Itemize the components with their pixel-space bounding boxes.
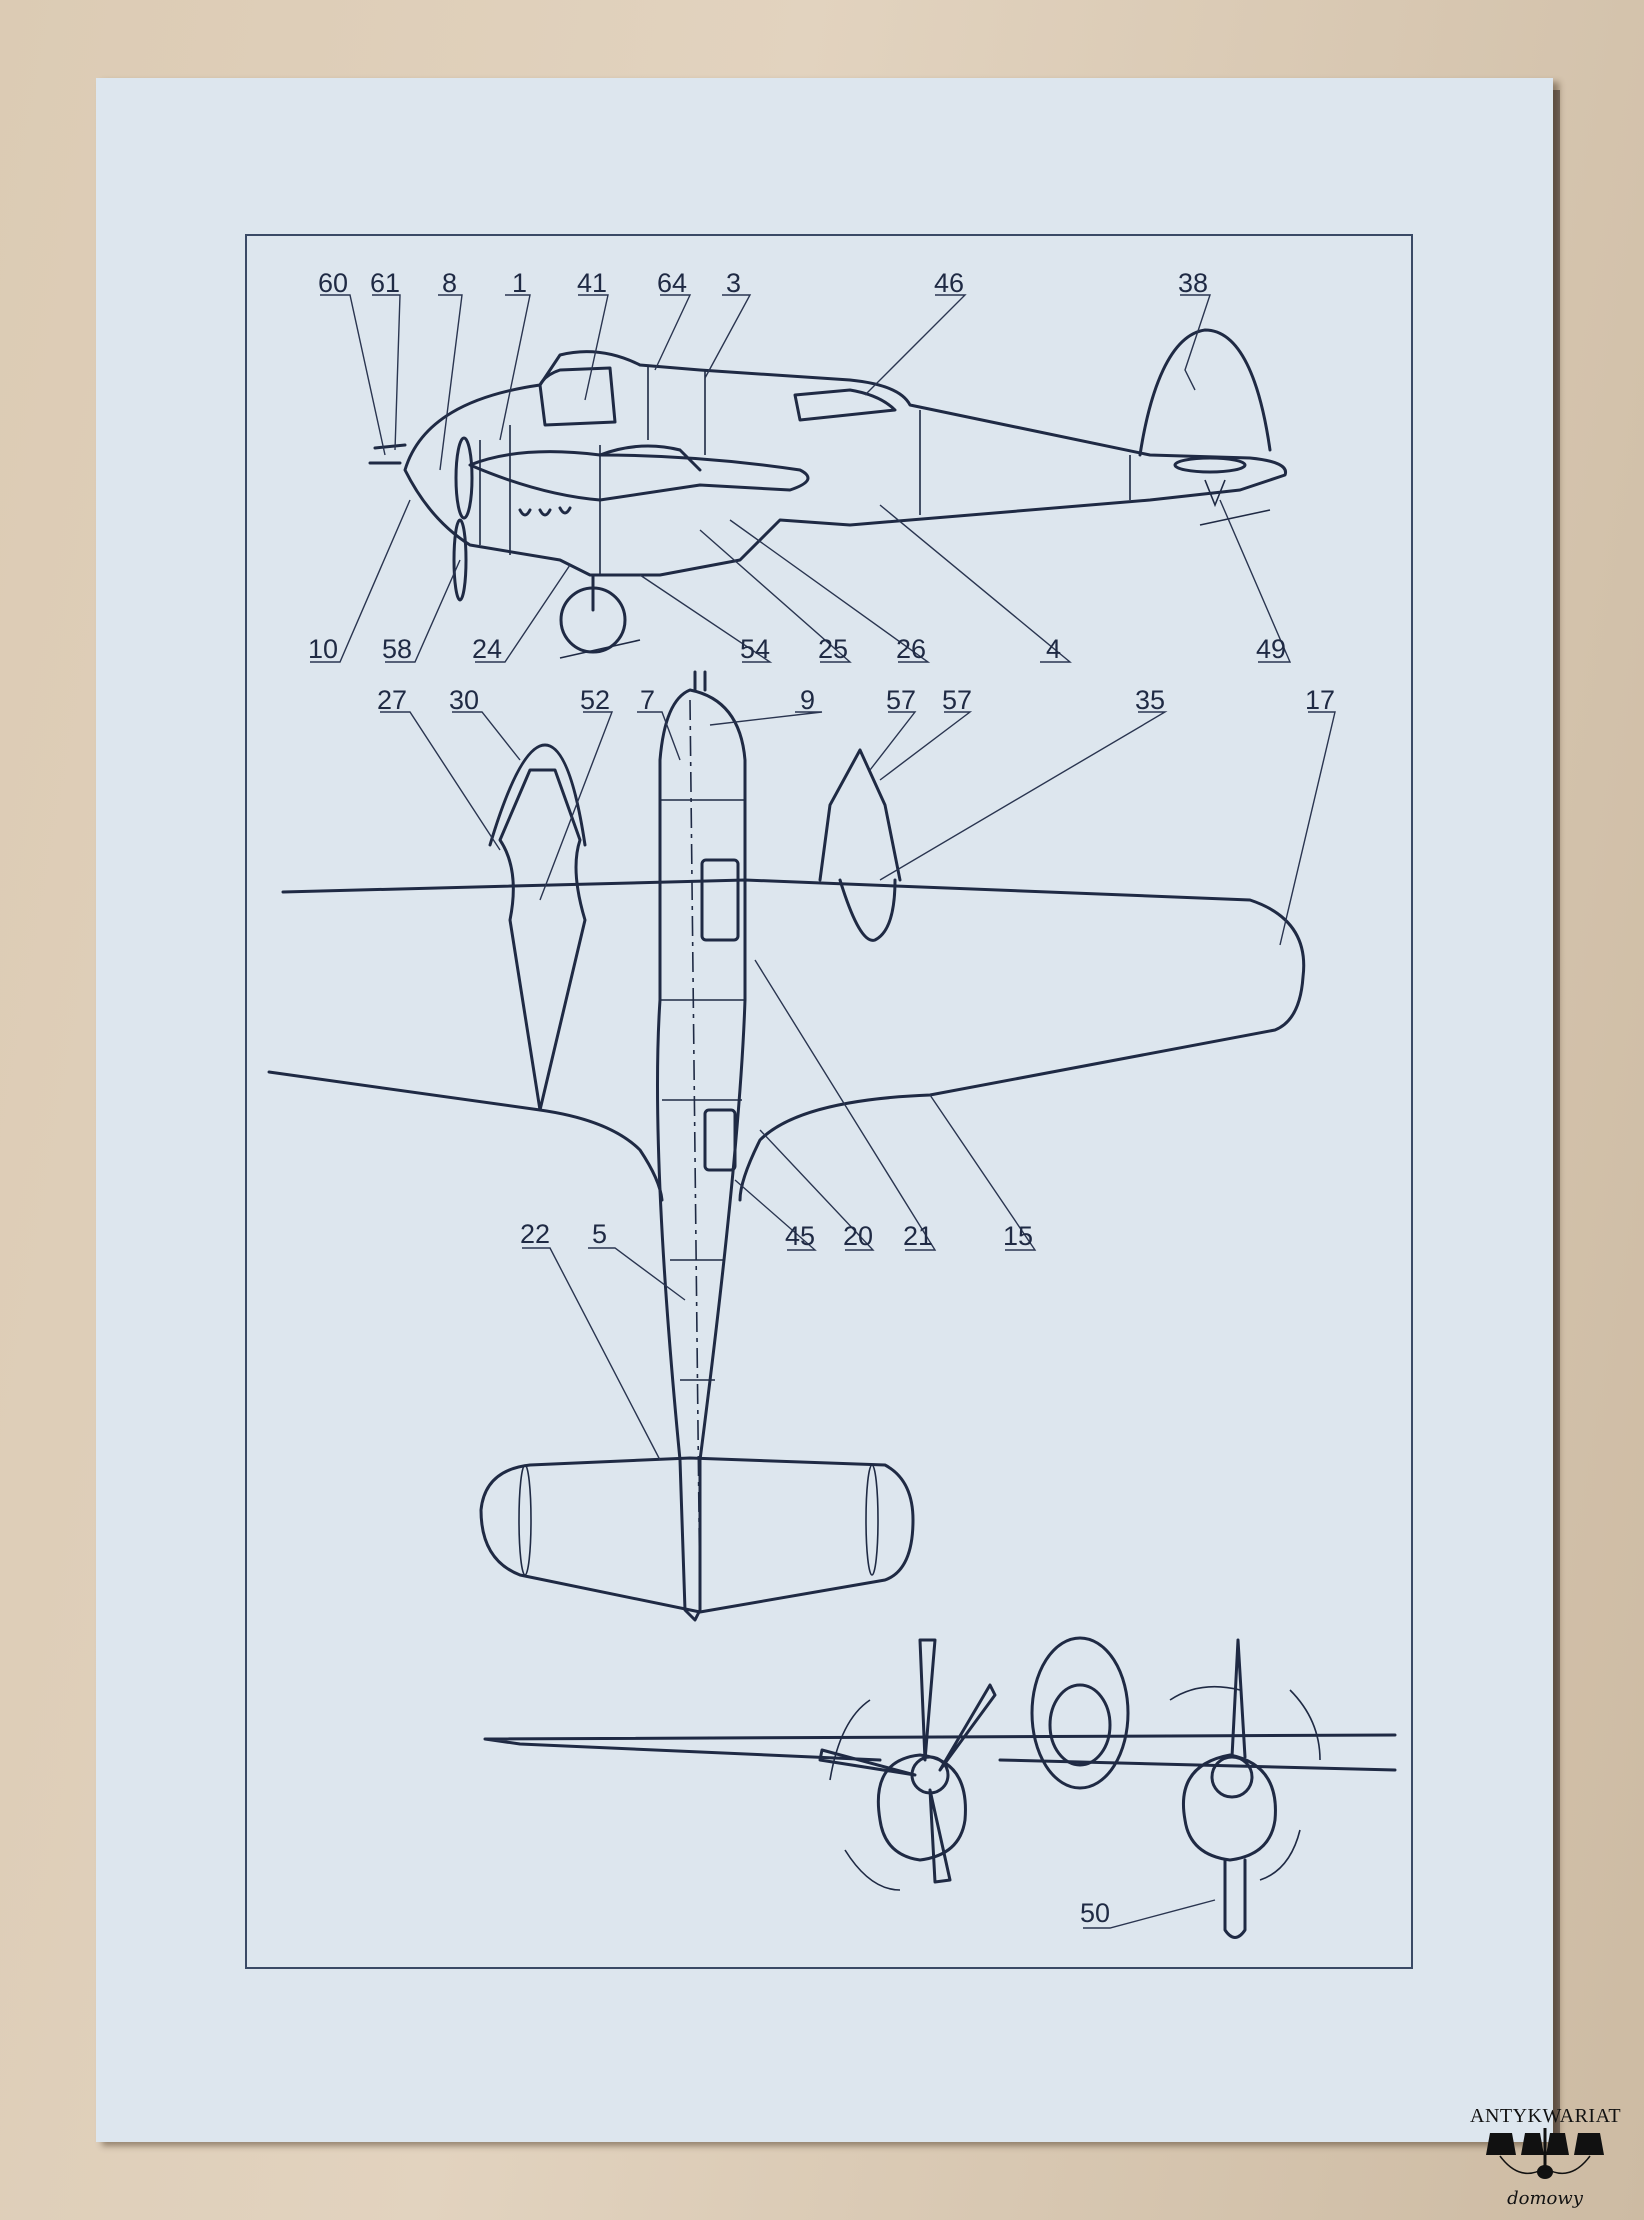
callout-label: 27 <box>377 685 407 715</box>
fin <box>1138 328 1272 457</box>
callout-label: 38 <box>1178 268 1208 298</box>
side-view <box>368 328 1288 659</box>
right-gear-front <box>1223 1858 1247 1939</box>
leader-lines <box>310 294 1336 1929</box>
propeller-side-lower <box>452 518 468 602</box>
callout-label: 15 <box>1003 1221 1033 1251</box>
front-canopy <box>538 366 617 427</box>
right-elevator-balance <box>865 1464 879 1576</box>
callout-label: 8 <box>442 268 457 298</box>
tailplane-top <box>479 1456 915 1614</box>
callout-label: 46 <box>934 268 964 298</box>
right-wing <box>281 878 1306 1202</box>
antykwariat-watermark: ANTYKWARIAT domowy <box>1470 2105 1622 2209</box>
callout-label: 3 <box>726 268 741 298</box>
right-spinner-front <box>1210 1755 1254 1799</box>
callout-label: 24 <box>472 634 502 664</box>
centerline <box>689 699 701 1611</box>
callout-label: 64 <box>657 268 687 298</box>
fuselage-front <box>1030 1636 1130 1790</box>
left-spinner-top <box>488 743 587 847</box>
callout-label: 41 <box>577 268 607 298</box>
left-engine-front <box>876 1753 967 1862</box>
fuselage-side <box>403 350 1288 577</box>
callout-label: 26 <box>896 634 926 664</box>
callout-label: 4 <box>1046 634 1061 664</box>
fuselage-front-inner <box>1048 1683 1112 1767</box>
callout-label: 45 <box>785 1221 815 1251</box>
gun-barrel-upper <box>373 443 407 450</box>
watermark-subtitle: domowy <box>1507 2188 1583 2209</box>
exhaust-stacks <box>518 506 572 517</box>
front-view <box>483 1636 1397 1939</box>
tailplane-side <box>1173 456 1247 474</box>
callout-label: 30 <box>449 685 479 715</box>
nacelle-side <box>468 450 810 502</box>
tail-wheel <box>1204 479 1226 508</box>
front-cockpit-top <box>700 858 740 942</box>
callout-label: 54 <box>740 634 770 664</box>
callout-label: 5 <box>592 1219 607 1249</box>
callout-label: 35 <box>1135 685 1165 715</box>
callout-label: 57 <box>886 685 916 715</box>
callout-label: 9 <box>800 685 815 715</box>
chandelier-icon <box>1486 2128 1604 2179</box>
diagram-frame <box>245 234 1413 1969</box>
callout-label: 49 <box>1256 634 1286 664</box>
left-propeller-blades <box>818 1638 997 1884</box>
left-elevator-balance <box>518 1464 532 1576</box>
callout-label: 58 <box>382 634 412 664</box>
callout-label: 57 <box>942 685 972 715</box>
propeller-side-upper <box>454 436 474 520</box>
propeller-rotation-arcs <box>829 1685 1321 1891</box>
ground-line-tail <box>1199 509 1271 526</box>
right-nacelle-top <box>818 748 902 942</box>
callout-label: 20 <box>843 1221 873 1251</box>
left-nacelle-top <box>498 768 587 1112</box>
callout-label: 7 <box>640 685 655 715</box>
callout-label: 60 <box>318 268 348 298</box>
left-wing-trailing <box>267 1070 664 1202</box>
callout-label: 10 <box>308 634 338 664</box>
callout-label: 17 <box>1305 685 1335 715</box>
rear-cockpit-top <box>703 1108 737 1172</box>
fuselage-top <box>656 688 747 1622</box>
ground-line-front <box>559 639 641 659</box>
left-spinner-front <box>910 1755 950 1795</box>
callout-label: 25 <box>818 634 848 664</box>
top-view <box>267 670 1306 1622</box>
callout-label: 1 <box>512 268 527 298</box>
callout-label: 21 <box>903 1221 933 1251</box>
right-propeller-blade <box>1230 1638 1247 1759</box>
wing-front <box>483 1733 1397 1772</box>
panel-lines-top <box>660 799 745 1381</box>
panel-lines-side <box>479 365 1131 575</box>
callout-label: 61 <box>370 268 400 298</box>
callout-labels: 60 61 8 1 41 64 3 46 38 10 58 24 54 25 2… <box>308 268 1335 1928</box>
right-engine-front <box>1182 1753 1277 1862</box>
callout-label: 52 <box>580 685 610 715</box>
wing-root-side <box>598 444 702 472</box>
callout-label: 22 <box>520 1219 550 1249</box>
callout-label: 50 <box>1080 1898 1110 1928</box>
watermark-title: ANTYKWARIAT <box>1470 2105 1622 2127</box>
booklet-page <box>96 78 1553 2142</box>
rear-canopy <box>793 388 897 422</box>
